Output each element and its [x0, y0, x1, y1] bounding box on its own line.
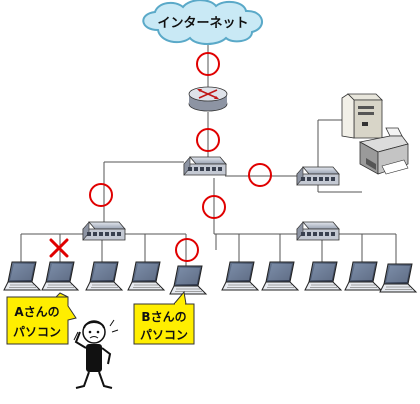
- circle-marker: [89, 183, 113, 207]
- callout-a-line1: Aさんの: [14, 305, 59, 319]
- circle-marker: [202, 195, 226, 219]
- laptop-icon: [85, 261, 123, 291]
- printer-switch-icon: [296, 166, 340, 186]
- router-icon: [188, 86, 228, 112]
- left-switch-icon: [82, 221, 126, 241]
- cross-icon: [49, 238, 69, 258]
- printer-icon: [358, 127, 409, 175]
- internet-cloud: インターネット: [142, 0, 263, 45]
- laptop-b-icon: [169, 265, 207, 295]
- server-icon: [341, 93, 383, 139]
- circle-marker: [196, 128, 220, 152]
- circle-marker: [175, 238, 199, 262]
- callout-b: Bさんの パソコン: [133, 290, 195, 345]
- red-circle-markers: [89, 52, 272, 262]
- circle-marker: [196, 52, 220, 76]
- laptop-icon: [127, 261, 165, 291]
- callout-a-line2: パソコン: [13, 325, 61, 339]
- core-switch-icon: [183, 156, 227, 176]
- laptop-icon: [304, 261, 342, 291]
- laptop-icon: [221, 261, 259, 291]
- laptop-a-icon: [41, 261, 79, 291]
- laptop-icon: [379, 263, 417, 293]
- callout-b-line2: パソコン: [140, 328, 188, 342]
- circle-marker: [248, 163, 272, 187]
- laptop-icon: [261, 261, 299, 291]
- cloud-label: インターネット: [157, 16, 248, 31]
- person-icon: [73, 319, 119, 389]
- callout-a: Aさんの パソコン: [6, 292, 77, 345]
- laptop-icon: [3, 261, 41, 291]
- right-switch-icon: [296, 221, 340, 241]
- callout-b-line1: Bさんの: [141, 310, 186, 324]
- laptop-icon: [344, 261, 382, 291]
